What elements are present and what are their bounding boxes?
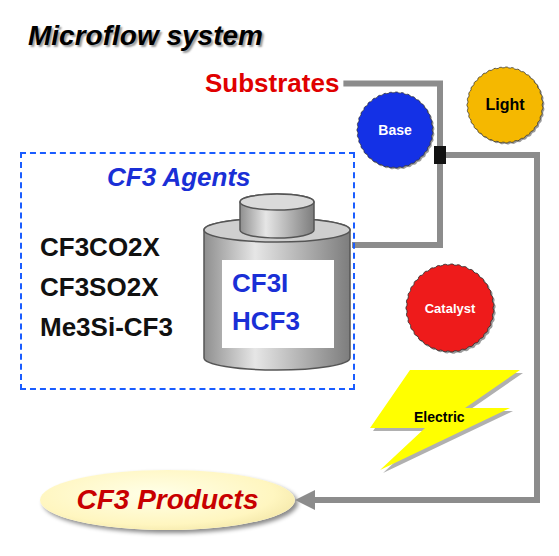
cylinder-text: CF3IHCF3 <box>222 264 334 340</box>
gear-label: Light <box>485 96 524 114</box>
node-gear: Catalyst <box>406 264 494 352</box>
gear-body <box>357 92 433 168</box>
reagent-formula: Me3Si-CF3 <box>40 312 173 343</box>
node-bolt: Electric <box>370 370 530 470</box>
cap-top <box>240 194 314 210</box>
input-label: Substrates <box>205 68 339 99</box>
diagram-title: Microflow system <box>28 20 263 52</box>
bolt-body <box>370 370 520 470</box>
reagent-formula: CF3I <box>222 264 334 302</box>
cylinder-cap <box>240 194 314 238</box>
node-gear: Base <box>357 92 433 168</box>
reagent-formula: CF3SO2X <box>40 272 159 303</box>
mixer-junction <box>434 146 446 164</box>
bolt-label: Electric <box>414 409 465 425</box>
product-label: CF3 Products <box>76 484 258 516</box>
node-can: CF3IHCF3 <box>202 190 352 372</box>
cylinder-body <box>204 218 350 370</box>
cylinder-label <box>222 260 334 348</box>
node-gear: Light <box>467 67 543 143</box>
reagent-formula: CF3CO2X <box>40 232 160 263</box>
gear-label: Base <box>378 122 411 138</box>
node-dashbox: CF3 AgentsCF3CO2X CF3SO2X Me3Si-CF3 CF3IHCF… <box>20 152 355 390</box>
reagent-formula: HCF3 <box>222 302 334 340</box>
gear-label: Catalyst <box>425 301 476 316</box>
gear-body <box>467 67 543 143</box>
node-ellipse: CF3 Products <box>40 470 295 530</box>
gear-body <box>406 264 494 352</box>
group-heading: CF3 Agents <box>107 162 251 193</box>
